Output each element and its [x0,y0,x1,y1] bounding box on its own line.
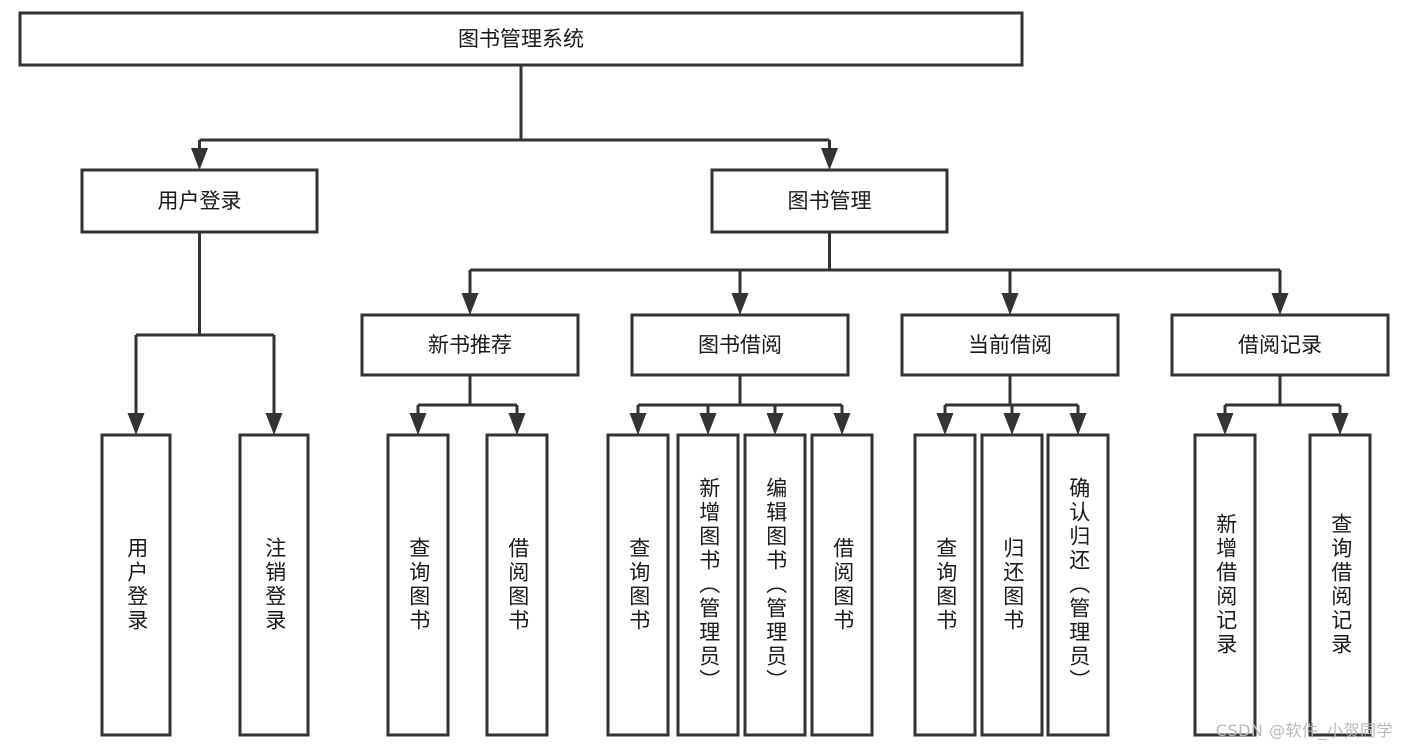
node-box-l3-1-2[interactable] [900,313,1120,377]
node-box-leaf-1-2-0[interactable] [913,433,977,737]
node-box-l3-0-1[interactable] [238,433,310,737]
watermark: CSDN @软件_小贺同学 [1215,721,1393,740]
node-box-leaf-1-1-1[interactable] [676,433,740,737]
arrow-l3-1-2-leaf-2-head [1069,413,1087,435]
node-box-l3-1-3[interactable] [1170,313,1390,377]
node-box-leaf-1-1-3[interactable] [810,433,874,737]
node-box-leaf-1-0-1[interactable] [485,433,549,737]
arrow-l3-1-1-leaf-1-head [699,413,717,435]
arrow-l2-1-child-0-head [461,293,479,315]
arrow-l3-1-3-leaf-0-head [1216,413,1234,435]
node-label-l3-1-2: 当前借阅 [968,333,1052,357]
node-box-l3-0-0[interactable] [100,433,172,737]
node-box-leaf-1-1-2[interactable] [743,433,807,737]
arrow-l3-1-0-leaf-0-head [409,413,427,435]
arrow-l2-1-child-2-head [1001,293,1019,315]
node-label-l3-1-3: 借阅记录 [1238,333,1322,357]
node-box-leaf-1-3-0[interactable] [1193,433,1257,737]
arrow-l3-1-2-leaf-1-head [1003,413,1021,435]
arrow-l3-1-1-leaf-0-head [629,413,647,435]
node-box-l2-0[interactable] [80,168,319,234]
node-box-leaf-1-2-1[interactable] [980,433,1044,737]
node-box-l3-1-1[interactable] [630,313,850,377]
arrow-l2-1-child-3-head [1271,293,1289,315]
node-box-leaf-1-3-1[interactable] [1308,433,1372,737]
node-box-l3-1-0[interactable] [360,313,580,377]
connector-layer [127,65,1349,435]
arrow-to-l2-1-head [821,148,838,170]
arrow-l3-1-0-leaf-1-head [508,413,526,435]
arrow-to-l2-0-head [191,148,208,170]
arrow-l3-1-1-leaf-2-head [766,413,784,435]
node-box-leaf-1-0-0[interactable] [386,433,450,737]
arrow-l2-0-child-0-head [127,413,145,435]
node-label-root: 图书管理系统 [458,27,584,51]
node-box-root[interactable] [18,11,1024,67]
arrow-l3-1-2-leaf-0-head [936,413,954,435]
node-label-l2-0: 用户登录 [158,189,242,213]
arrow-l2-1-child-1-head [731,293,749,315]
node-box-layer [18,11,1390,737]
arrow-l3-1-3-leaf-1-head [1331,413,1349,435]
node-box-leaf-1-2-2[interactable] [1046,433,1110,737]
arrow-l2-0-child-1-head [265,413,283,435]
node-label-l2-1: 图书管理 [788,189,872,213]
node-box-l2-1[interactable] [710,168,949,234]
arrow-l3-1-1-leaf-3-head [833,413,851,435]
node-label-l3-1-0: 新书推荐 [428,333,512,357]
node-box-leaf-1-1-0[interactable] [606,433,670,737]
node-label-l3-1-1: 图书借阅 [698,333,782,357]
